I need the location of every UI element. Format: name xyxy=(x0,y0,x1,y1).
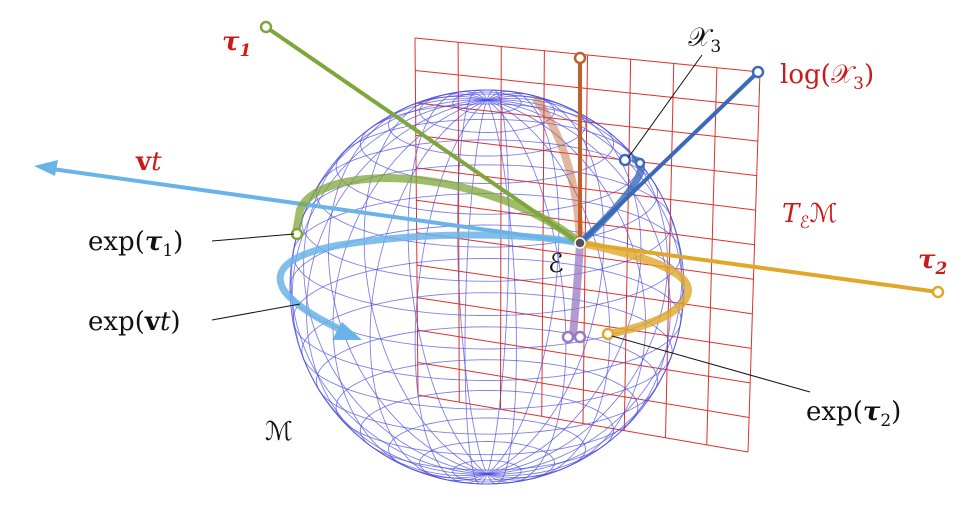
vertical-geodesic-lower xyxy=(569,242,584,337)
exp-vt-arrowhead xyxy=(332,322,362,340)
sphere-longitude xyxy=(369,99,488,481)
sphere-longitude xyxy=(464,99,488,485)
grid-line-horizontal xyxy=(415,69,759,108)
vt-arrowhead xyxy=(34,160,58,176)
grid-line-vertical xyxy=(623,59,632,431)
identity-point xyxy=(574,237,586,249)
sphere-longitude xyxy=(486,99,684,475)
sphere-longitude xyxy=(457,89,488,475)
grid-line-horizontal xyxy=(417,362,750,418)
sphere-longitude xyxy=(486,89,510,475)
grid-line-horizontal xyxy=(414,37,761,73)
leader-exp-vt xyxy=(211,303,301,321)
sphere-longitude xyxy=(486,99,517,485)
label-vt: vt xyxy=(135,147,162,177)
orange-vector-endpoint xyxy=(573,51,587,65)
label-exp-tau1: exp(τ1) xyxy=(88,227,183,261)
exp-tau2-endpoint xyxy=(601,327,615,341)
grid-line-horizontal xyxy=(415,134,757,177)
vt-vector-line xyxy=(44,166,581,245)
exp-tau1-geodesic xyxy=(292,173,583,247)
label-x3: 𝒳3 xyxy=(688,23,721,57)
label-tangent-space: Tℰℳ xyxy=(782,199,837,233)
exp-vt-geodesic xyxy=(276,231,581,338)
grid-line-horizontal xyxy=(417,394,749,453)
log-x3-endpoint xyxy=(751,65,765,79)
sphere-longitude xyxy=(486,93,605,475)
vertical-geodesic-upper xyxy=(531,95,584,244)
manifold-sphere-mesh xyxy=(289,89,685,485)
tau2-vector-line xyxy=(579,241,939,294)
x3-point xyxy=(618,153,632,167)
grid-line-vertical xyxy=(706,67,718,445)
label-exp-tau2: exp(τ2) xyxy=(806,397,901,431)
grid-line-horizontal xyxy=(416,264,753,315)
x3-point-2 xyxy=(634,157,646,169)
grid-line-vertical xyxy=(414,37,419,396)
label-tau2: τ2 xyxy=(918,245,948,279)
leader-exp-tau1 xyxy=(211,233,295,242)
grid-line-horizontal xyxy=(416,232,754,280)
sphere-latitude xyxy=(419,441,555,485)
label-tau1: τ1 xyxy=(222,27,251,61)
sphere-longitude xyxy=(291,99,488,475)
grid-line-horizontal xyxy=(417,297,752,349)
grid-line-vertical xyxy=(665,63,675,438)
label-identity: ℰ xyxy=(548,249,564,279)
grid-line-vertical xyxy=(457,42,460,403)
grid-line-horizontal xyxy=(417,329,751,384)
tau1-endpoint xyxy=(259,20,273,34)
grid-line-horizontal xyxy=(416,167,756,211)
tau2-endpoint xyxy=(931,285,945,299)
tangent-vectors-and-geodesics xyxy=(34,20,945,393)
grid-line-vertical xyxy=(541,50,545,417)
label-log-x3: log(𝒳3) xyxy=(780,60,874,94)
grid-line-horizontal xyxy=(416,199,755,246)
sphere-longitude xyxy=(290,99,488,475)
purple-endpoint-1 xyxy=(561,330,575,344)
purple-endpoint-2 xyxy=(573,330,587,344)
exp-tau2-geodesic xyxy=(579,239,692,338)
label-exp-vt: exp(vt) xyxy=(88,307,181,337)
labels: τ1 vt 𝒳3 log(𝒳3) Tℰℳ τ2 exp(τ1) exp(vt) … xyxy=(88,23,948,447)
label-manifold: ℳ xyxy=(265,417,293,447)
leader-exp-tau2 xyxy=(611,335,811,393)
grid-line-vertical xyxy=(747,71,761,453)
leader-x3 xyxy=(627,54,703,159)
tangent-plane-grid xyxy=(414,37,761,453)
sphere-latitude xyxy=(301,292,673,410)
